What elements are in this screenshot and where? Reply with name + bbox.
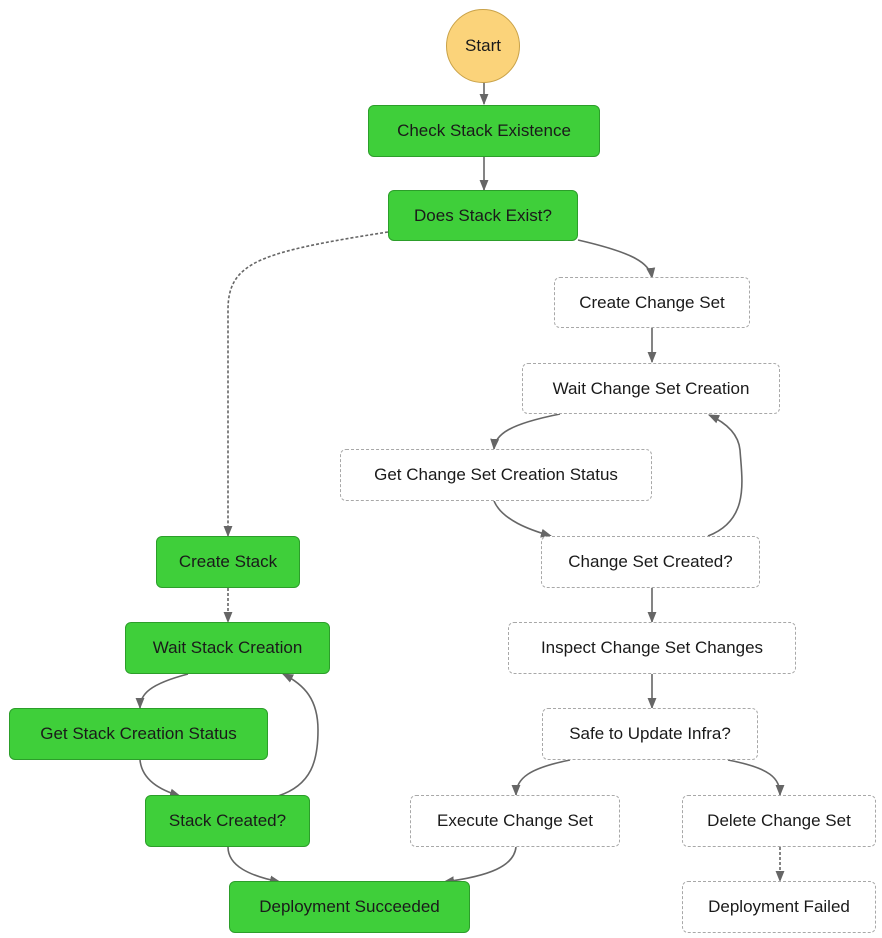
- state-delete-change-set[interactable]: Delete Change Set: [682, 795, 876, 847]
- state-safe-to-update-infra[interactable]: Safe to Update Infra?: [542, 708, 758, 760]
- edge-get-stack-status-to-created: [139, 759, 182, 798]
- state-stack-created[interactable]: Stack Created?: [145, 795, 310, 847]
- edge-does-exist-to-create-stack: [223, 231, 389, 538]
- edge-get-status-to-created: [493, 500, 553, 538]
- state-wait-change-set-creation[interactable]: Wait Change Set Creation: [522, 363, 780, 414]
- state-create-stack[interactable]: Create Stack: [156, 536, 300, 588]
- edge-wait-to-get-status: [490, 413, 561, 451]
- edge-created-loop-to-wait: [707, 414, 743, 537]
- state-wait-stack-creation[interactable]: Wait Stack Creation: [125, 622, 330, 674]
- state-does-stack-exist[interactable]: Does Stack Exist?: [388, 190, 578, 241]
- state-deployment-failed[interactable]: Deployment Failed: [682, 881, 876, 933]
- edge-safe-to-delete: [727, 759, 785, 797]
- state-get-stack-creation-status[interactable]: Get Stack Creation Status: [9, 708, 268, 760]
- state-deployment-succeeded[interactable]: Deployment Succeeded: [229, 881, 470, 933]
- state-get-change-set-creation-status[interactable]: Get Change Set Creation Status: [340, 449, 652, 501]
- edge-wait-stack-to-get-status: [135, 673, 189, 710]
- edge-stack-created-to-succeeded: [227, 846, 282, 885]
- edge-does-exist-to-create-change-set: [577, 239, 656, 280]
- state-create-change-set[interactable]: Create Change Set: [554, 277, 750, 328]
- edge-safe-to-execute: [511, 759, 571, 797]
- state-change-set-created[interactable]: Change Set Created?: [541, 536, 760, 588]
- state-execute-change-set[interactable]: Execute Change Set: [410, 795, 620, 847]
- start-node[interactable]: Start: [446, 9, 520, 83]
- edge-stack-created-loop-to-wait: [277, 673, 319, 797]
- state-inspect-change-set-changes[interactable]: Inspect Change Set Changes: [508, 622, 796, 674]
- state-check-stack-existence[interactable]: Check Stack Existence: [368, 105, 600, 157]
- edge-execute-to-succeeded: [442, 846, 517, 886]
